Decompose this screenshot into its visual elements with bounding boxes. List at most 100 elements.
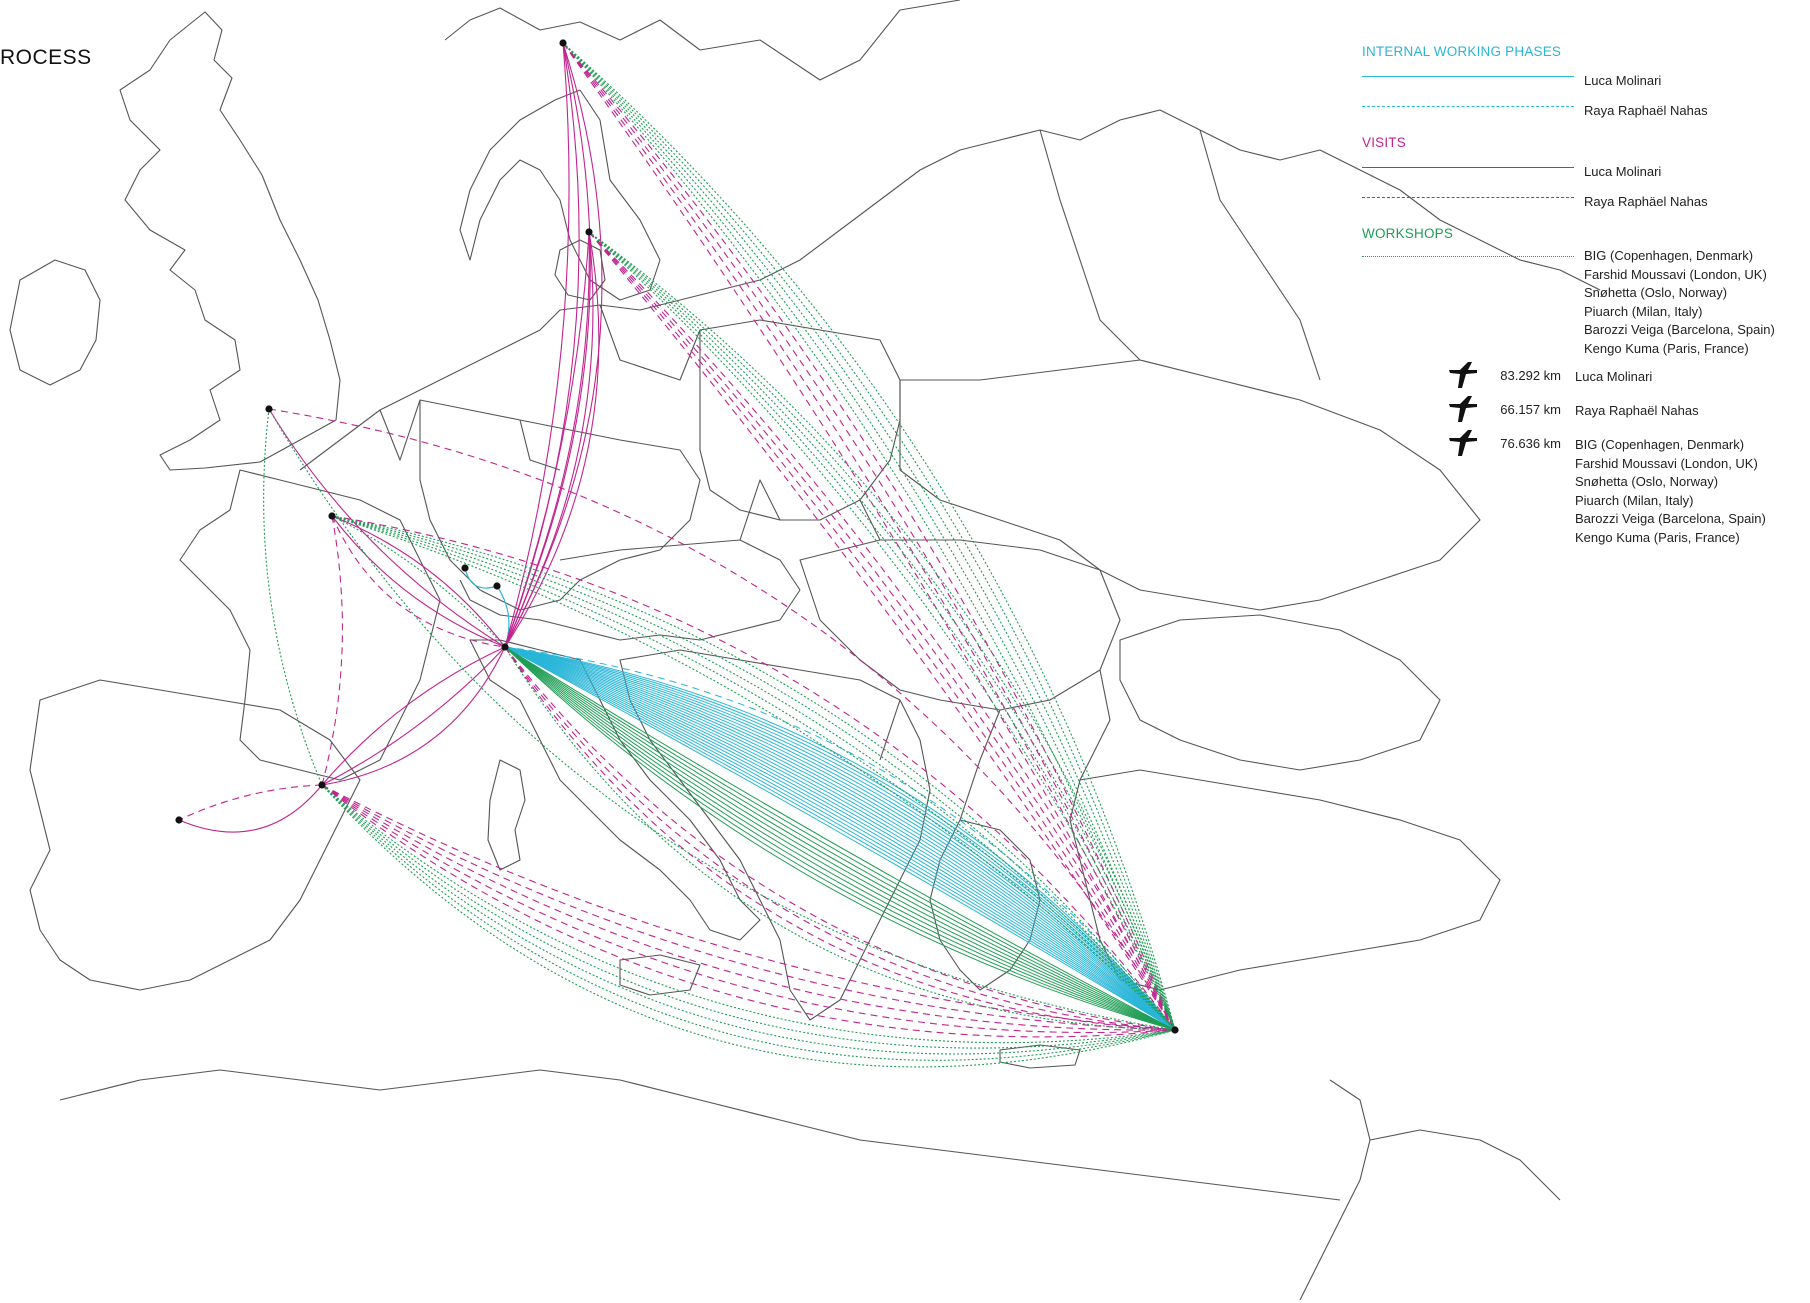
workshop-item: Snøhetta (Oslo, Norway) xyxy=(1584,285,1728,301)
internal-route-local xyxy=(464,567,498,589)
distance-stats: 83.292 km Luca Molinari 66.157 km Raya R… xyxy=(1446,362,1806,560)
page-title: ROCESS xyxy=(0,46,92,69)
visit-route-raya xyxy=(562,42,1176,1031)
visit-route-luca xyxy=(321,646,506,786)
workshop-route xyxy=(588,231,1176,1031)
internal-route-luca xyxy=(504,646,1176,1031)
city-marker xyxy=(493,582,501,590)
internal-route-luca xyxy=(504,646,1176,1031)
visit-route-luca xyxy=(321,646,506,786)
workshop-route xyxy=(504,646,1176,1031)
stat-name: BIG (Copenhagen, Denmark) xyxy=(1575,437,1745,452)
stat-name: Luca Molinari xyxy=(1575,369,1653,384)
city-marker xyxy=(585,228,593,236)
visit-route-raya xyxy=(504,646,1176,1031)
plane-icon xyxy=(1449,396,1477,422)
visit-route-raya xyxy=(321,784,1176,1034)
visit-route-luca xyxy=(504,231,590,648)
workshop-route xyxy=(562,42,1176,1031)
visit-route-raya xyxy=(562,42,1176,1031)
workshop-route xyxy=(588,231,1176,1031)
visit-route-raya xyxy=(331,515,506,648)
plane-icon xyxy=(1449,430,1477,456)
workshop-route xyxy=(331,515,506,648)
visit-route-raya xyxy=(562,42,1176,1031)
sicily-outline xyxy=(619,954,701,996)
denmark-outline xyxy=(554,239,606,301)
visit-route-raya xyxy=(321,784,1176,1038)
italy-outline xyxy=(469,639,761,941)
city-marker xyxy=(175,816,183,824)
workshop-route xyxy=(321,784,1176,1061)
crete-outline xyxy=(999,1044,1081,1069)
internal-route-luca xyxy=(504,646,1176,1031)
legend-line-dashed-cyan xyxy=(1362,105,1574,107)
workshop-route xyxy=(562,42,1176,1031)
city-markers xyxy=(175,39,1179,1034)
stat-name: Kengo Kuma (Paris, France) xyxy=(1575,529,1740,545)
visit-route-raya xyxy=(321,784,1176,1031)
internal-route-luca xyxy=(504,646,1176,1031)
workshop-route xyxy=(321,784,1176,1055)
levant-outline xyxy=(1299,1079,1561,1301)
city-marker xyxy=(1171,1026,1179,1034)
stat-distance: 76.636 km xyxy=(1500,436,1561,451)
workshop-item: Barozzi Veiga (Barcelona, Spain) xyxy=(1584,322,1775,338)
germany-outline xyxy=(419,399,701,611)
visit-route-luca xyxy=(504,42,580,648)
internal-route-luca xyxy=(504,646,1176,1031)
misc-borders xyxy=(379,304,1111,821)
stat-distance: 83.292 km xyxy=(1500,368,1561,383)
internal-route-luca xyxy=(504,646,1176,1031)
visit-route-raya xyxy=(178,784,323,821)
internal-route-luca xyxy=(504,646,1176,1031)
city-marker xyxy=(461,564,469,572)
workshop-route xyxy=(504,646,1176,1031)
legend-row-internal-solid: Luca Molinari xyxy=(1362,65,1802,95)
visit-route-luca xyxy=(331,515,506,648)
workshop-route xyxy=(504,646,1176,1031)
great-britain-outline xyxy=(119,11,341,471)
visit-route-luca xyxy=(321,646,506,786)
legend-line-dashed-magenta xyxy=(1362,196,1574,198)
scandinavia-outline xyxy=(444,0,961,301)
plane-icon xyxy=(1449,362,1477,388)
stat-row: 76.636 km BIG (Copenhagen, Denmark) Fars… xyxy=(1446,430,1806,548)
workshop-route xyxy=(504,646,1176,1031)
sardinia-outline xyxy=(487,759,526,871)
russia-border xyxy=(1039,129,1321,381)
workshop-route xyxy=(504,646,1176,1031)
stat-names: BIG (Copenhagen, Denmark) Farshid Moussa… xyxy=(1575,436,1766,548)
france-outline xyxy=(179,469,441,781)
workshop-route xyxy=(331,515,1176,1031)
stat-name: Farshid Moussavi (London, UK) xyxy=(1575,455,1758,471)
internal-route-luca xyxy=(504,646,1176,1031)
stat-names: Luca Molinari xyxy=(1575,368,1652,387)
workshop-item: BIG (Copenhagen, Denmark) xyxy=(1584,248,1754,263)
internal-route-luca xyxy=(504,646,1176,1031)
workshop-item: Kengo Kuma (Paris, France) xyxy=(1584,340,1749,356)
workshop-route xyxy=(504,646,1176,1031)
legend-line-solid-cyan xyxy=(1362,75,1574,77)
visit-route-raya xyxy=(321,784,1176,1031)
stat-name: Raya Raphaël Nahas xyxy=(1575,403,1699,418)
stat-names: Raya Raphaël Nahas xyxy=(1575,402,1699,421)
legend-label: Luca Molinari xyxy=(1584,72,1662,88)
visit-route-raya xyxy=(268,408,1176,1031)
legend-line-dotted-green xyxy=(1362,256,1574,257)
visit-route-raya xyxy=(504,646,1176,1031)
internal-route-raya xyxy=(504,646,1176,1031)
visit-route-luca xyxy=(268,408,506,648)
city-marker xyxy=(501,643,509,651)
stat-name: Snøhetta (Oslo, Norway) xyxy=(1575,474,1719,490)
workshop-route xyxy=(504,646,1176,1031)
visit-route-raya xyxy=(588,231,1176,1031)
workshop-route xyxy=(562,42,1176,1031)
turkey-outline xyxy=(1069,769,1501,991)
stat-name: Barozzi Veiga (Barcelona, Spain) xyxy=(1575,511,1766,527)
legend-internal-heading: INTERNAL WORKING PHASES xyxy=(1362,44,1562,59)
greece-outline xyxy=(929,819,1041,991)
internal-route-luca xyxy=(504,646,1176,1031)
stat-row: 83.292 km Luca Molinari xyxy=(1446,362,1806,390)
